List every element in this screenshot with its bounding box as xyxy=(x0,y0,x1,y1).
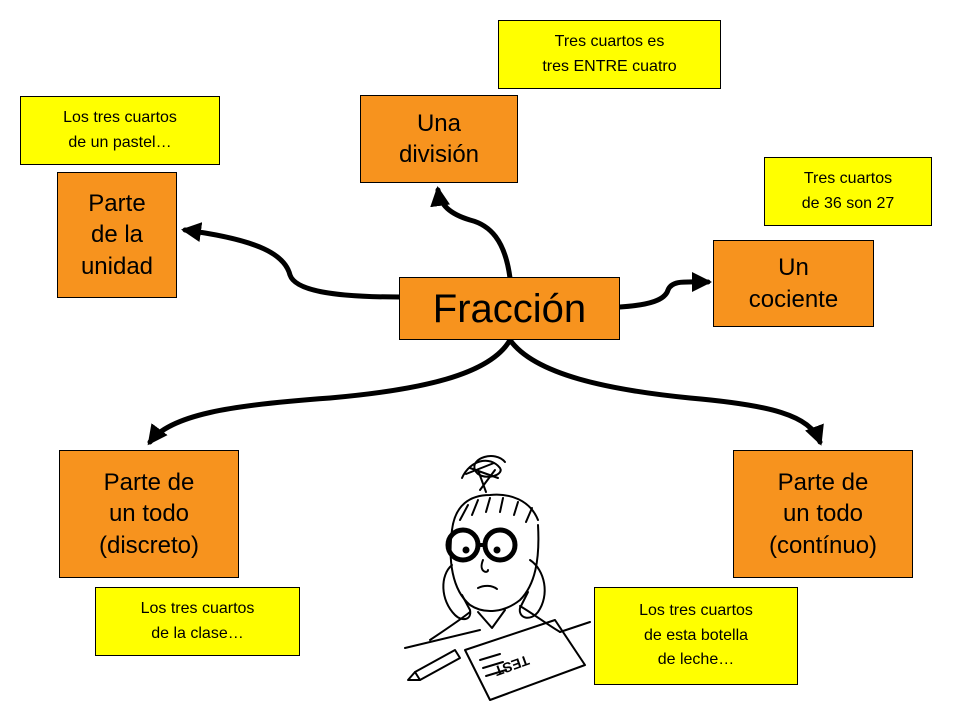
concept-unit-part-label: Parte de la unidad xyxy=(80,190,154,280)
example-unit-part-text: Los tres cuartos de un pastel… xyxy=(63,108,177,151)
example-discrete-whole-text: Los tres cuartos de la clase… xyxy=(140,599,255,642)
example-division-text: Tres cuartos es tres ENTRE cuatro xyxy=(542,32,677,75)
concept-division: Una división xyxy=(360,95,518,183)
example-unit-part: Los tres cuartos de un pastel… xyxy=(20,96,220,165)
concept-discrete-whole-label: Parte de un todo (discreto) xyxy=(98,469,200,559)
hair xyxy=(451,493,539,531)
scribble-icon xyxy=(461,455,506,493)
arrow-to-division xyxy=(430,186,513,281)
glasses-right xyxy=(482,527,518,563)
student-illustration xyxy=(404,455,591,701)
example-discrete-whole: Los tres cuartos de la clase… xyxy=(95,587,300,656)
concept-quotient: Un cociente xyxy=(713,240,874,327)
center-concept-label: Fracción xyxy=(432,286,587,331)
arrow-to-continuous xyxy=(507,337,824,446)
arrow-to-discrete xyxy=(147,337,513,446)
face xyxy=(449,524,540,612)
concept-continuous-whole: Parte de un todo (contínuo) xyxy=(733,450,913,578)
test-sheet-label: TEST xyxy=(492,652,532,679)
pencil-icon xyxy=(414,649,461,681)
test-sheet xyxy=(464,619,586,701)
concept-discrete-whole: Parte de un todo (discreto) xyxy=(59,450,239,578)
desk-line xyxy=(404,621,591,649)
center-concept-fraccion: Fracción xyxy=(399,277,620,340)
concept-division-label: Una división xyxy=(398,109,480,168)
concept-continuous-whole-label: Parte de un todo (contínuo) xyxy=(768,469,878,559)
example-division: Tres cuartos es tres ENTRE cuatro xyxy=(498,20,721,89)
example-continuous-whole: Los tres cuartos de esta botella de lech… xyxy=(594,587,798,685)
hand-left xyxy=(442,564,472,621)
concept-unit-part: Parte de la unidad xyxy=(57,172,177,298)
glasses-left xyxy=(445,527,481,563)
hand-right xyxy=(518,559,546,619)
example-quotient-text: Tres cuartos de 36 son 27 xyxy=(801,169,895,212)
concept-quotient-label: Un cociente xyxy=(748,254,839,313)
arrow-to-unit-part xyxy=(181,222,403,300)
example-continuous-whole-text: Los tres cuartos de esta botella de lech… xyxy=(639,601,753,669)
arrow-to-quotient xyxy=(617,271,712,310)
example-quotient: Tres cuartos de 36 son 27 xyxy=(764,157,932,226)
